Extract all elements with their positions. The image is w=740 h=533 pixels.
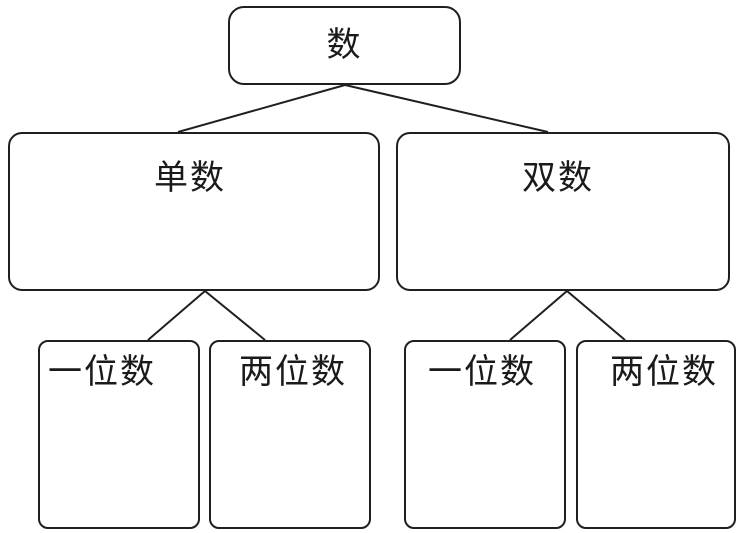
connector-double-d1 xyxy=(509,290,568,341)
double-one-digit-label: 一位数 xyxy=(428,352,536,392)
connector-root-double xyxy=(344,84,549,133)
single-two-digit-label: 两位数 xyxy=(239,352,347,392)
connector-root-single xyxy=(177,84,346,133)
double-two-digit-label: 两位数 xyxy=(610,352,718,392)
double-number-node-label: 双数 xyxy=(522,158,594,198)
connector-single-s1 xyxy=(147,290,206,341)
single-one-digit-label: 一位数 xyxy=(48,352,156,392)
connector-single-s2 xyxy=(204,290,266,341)
double-two-digit-node: 两位数 xyxy=(576,340,736,529)
single-number-node: 单数 xyxy=(8,132,380,291)
single-one-digit-node: 一位数 xyxy=(38,340,200,529)
single-two-digit-node: 两位数 xyxy=(209,340,371,529)
single-number-node-label: 单数 xyxy=(154,158,226,198)
double-one-digit-node: 一位数 xyxy=(404,340,566,529)
double-number-node: 双数 xyxy=(396,132,730,291)
connector-double-d2 xyxy=(566,290,626,341)
root-node-label: 数 xyxy=(326,25,363,65)
root-node: 数 xyxy=(228,6,461,85)
